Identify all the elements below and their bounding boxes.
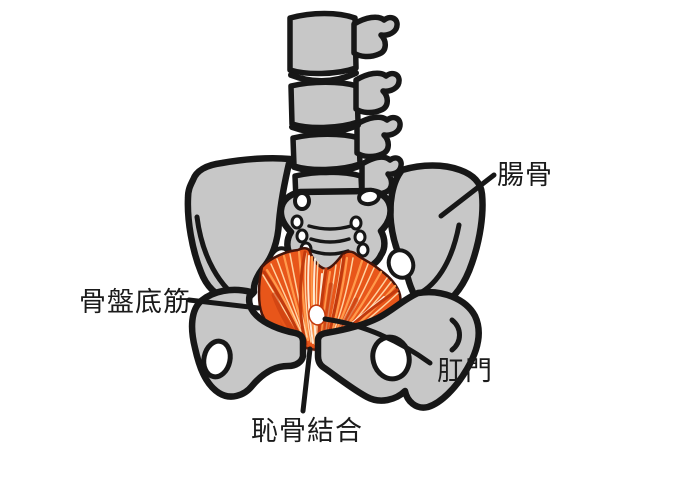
spinous-process-2: [353, 70, 402, 116]
vertebra-body-3: [290, 131, 363, 173]
sacrum-line: [309, 237, 351, 244]
pubic-symphysis-leader-line: [300, 346, 313, 414]
lumbar-spine: [287, 10, 404, 206]
sacral-gap-left: [293, 191, 311, 211]
vertebra-body-2: [288, 79, 361, 131]
sacral-foramen: [295, 228, 309, 244]
disc-line-1: [288, 70, 359, 85]
spinous-process-1: [351, 14, 400, 60]
anus-dot: [308, 304, 326, 326]
disc-line-2: [289, 122, 361, 136]
disc-lines: [288, 70, 363, 176]
obturator-foramina: [201, 334, 412, 382]
pelvic-floor-leader-line: [186, 297, 261, 311]
sacral-foramen: [353, 229, 367, 245]
label-anus: 肛門: [437, 356, 493, 386]
sacral-foramen: [356, 242, 370, 258]
sacrum-line: [307, 224, 353, 231]
label-pelvic-floor: 骨盤底筋: [79, 287, 191, 317]
sacral-foramen: [290, 214, 304, 230]
left-obturator-foramen: [201, 338, 233, 380]
labels: 腸骨 骨盤底筋 肛門 恥骨結合: [79, 160, 553, 446]
vertebra-body-1: [287, 10, 359, 77]
disc-line-3: [291, 163, 363, 176]
sacral-foramen: [349, 215, 363, 231]
label-pubic-symphysis: 恥骨結合: [251, 416, 363, 446]
label-ilium: 腸骨: [497, 160, 553, 190]
right-sciatic-notch: [386, 248, 416, 280]
sacral-gap-right: [357, 187, 381, 207]
ilium-leader-line: [438, 172, 497, 219]
anus-leader-line: [322, 316, 433, 366]
ischial-spine-curl: [449, 317, 462, 353]
leader-lines: [186, 172, 497, 414]
